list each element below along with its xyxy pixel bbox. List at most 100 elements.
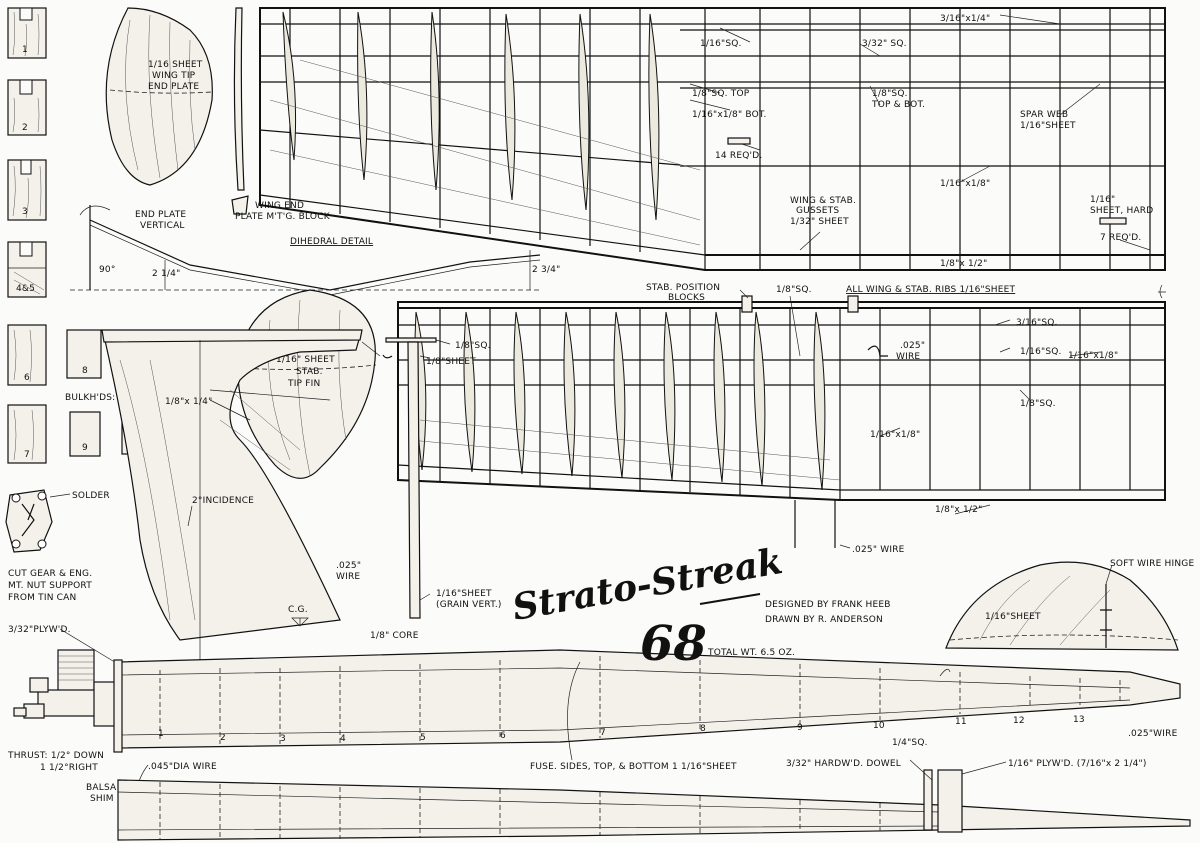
stab-mount-label: 1/8"SHEET [426,357,476,367]
stab-mount-label: (GRAIN VERT.) [436,600,502,610]
wing-end-edge-view: WING END PLATE M'T'G. BLOCK [231,7,331,222]
tip-label: 1/16 SHEET [148,60,203,70]
wing-label: 7 REQ'D. [1100,233,1141,243]
gear-note: MT. NUT SUPPORT [8,581,92,591]
drawer-credit: DRAWN BY R. ANDERSON [765,615,883,625]
gear-detail: SOLDER CUT GEAR & ENG. MT. NUT SUPPORT F… [5,489,119,665]
wire-label: WIRE [336,572,360,582]
stab-label: STAB. POSITION [646,283,720,293]
stab-label: 1/8"SQ. [1020,399,1056,409]
wing-label: SHEET, HARD [1090,206,1153,216]
wing-label: 1/16"SQ. [700,39,742,49]
cg-label: C.G. [288,605,308,615]
plan-title-number: 68 [640,616,707,672]
wing-label: 1/16"SHEET [1020,121,1076,131]
gear-note: FROM TIN CAN [8,593,76,603]
station-number: 10 [873,721,885,731]
stab-label: .025" WIRE [852,545,905,555]
plywood-label: 3/32"PLYW'D. [8,625,71,635]
wing-label: TOP & BOT. [871,100,925,110]
bulkhead-6 [7,324,47,386]
station-number: 13 [1073,715,1085,725]
rudder-sheet-label: 1/16"SHEET [985,612,1041,622]
stab-tip-label: STAB. [296,367,323,377]
wing-label: SPAR WEB [1020,110,1068,120]
hinge-label: SOFT WIRE HINGE [1110,559,1194,569]
dihedral-height: 2 1/4" [152,269,180,279]
stab-mount-label: 1/8"SQ. [455,341,491,351]
fuselage-side-view: 1 2 3 4 5 6 7 8 9 10 11 12 13 2°INCIDENC… [7,329,1181,841]
station-number: 9 [797,723,803,733]
station-number: 3 [280,734,286,744]
wing-label: 1/16"x1/8" [940,179,990,189]
designer-credit: DESIGNED BY FRANK HEEB [765,600,891,610]
thrust-label: 1 1/2°RIGHT [40,763,98,773]
bulkhead-number: 7 [24,450,30,460]
tip-label: WING TIP [152,71,196,81]
engine [13,649,117,727]
bulkhead-number: 1 [22,45,28,55]
stab-label: 1/16"x1/8" [1068,351,1118,361]
bulkhead-number: 4&5 [16,284,35,294]
dihedral-height: 2 3/4" [532,265,560,275]
wing-label: 1/8"SQ. TOP [692,89,750,99]
wing-label: 1/32" SHEET [790,217,849,227]
pylon-strip-label: 1/8"x 1/4" [165,397,212,407]
fuselage-top-view [117,759,1191,841]
dihedral-title: DIHEDRAL DETAIL [290,237,373,247]
bulkhead-number: 8 [82,366,88,376]
solder-label: SOLDER [72,491,110,501]
stab-label: BLOCKS [668,293,705,303]
gear-note: CUT GEAR & ENG. [8,569,92,579]
wing-label: 1/8"SQ. [872,89,908,99]
ribs-note: ALL WING & STAB. RIBS 1/16"SHEET [846,285,1016,295]
end-plate-label: END PLATE [135,210,186,220]
stab-label: WIRE [896,352,920,362]
stab-label: 1/8"x 1/2" [935,505,982,515]
wing-label: 1/8"x 1/2" [940,259,987,269]
bulkhead-8 [66,329,102,379]
bulkhead-number: 2 [22,123,28,133]
bulkhead-number: 6 [24,373,30,383]
tail-wire-label: .025"WIRE [1128,729,1178,739]
stab-label: 1/16"x1/8" [870,430,920,440]
total-weight: TOTAL WT. 6.5 OZ. [707,648,795,658]
stab-label: 3/16"SQ. [1016,318,1058,328]
station-number: 8 [700,724,706,734]
station-number: 11 [955,717,967,727]
sq14-label: 1/4"SQ. [892,738,928,748]
wing-spar-label: 3/16"x1/4" [940,14,990,24]
stab-tip-label: TIP FIN [287,379,320,389]
station-number: 1 [158,729,164,739]
dowel-label: 3/32" HARDW'D. DOWEL [786,759,901,769]
end-plate-label: VERTICAL [140,221,185,231]
station-number: 2 [220,733,226,743]
stab-label: 1/8"SQ. [776,285,812,295]
balsa-shim-label: SHIM [90,794,114,804]
rudder: SOFT WIRE HINGE 1/16"SHEET [945,559,1194,651]
core-label: 1/8" CORE [370,631,419,641]
station-number: 4 [340,734,346,744]
ply116-label: 1/16" PLYW'D. (7/16"x 2 1/4") [1008,759,1147,769]
station-number: 5 [420,733,426,743]
stab-label: .025" [900,341,925,351]
bulkhead-number: 3 [22,207,28,217]
wire045-label: .045"DIA WIRE [148,762,217,772]
station-number: 6 [500,731,506,741]
end-block-label: PLATE M'T'G. BLOCK [235,212,331,222]
wing-label: 1/16"x1/8" BOT. [692,110,767,120]
wing-label: 14 REQ'D. [715,151,762,161]
station-number: 7 [600,728,606,738]
wing-tip-end-plate: 1/16 SHEET WING TIP END PLATE [105,7,213,186]
bulkhead-9 [69,411,101,457]
end-block-label: WING END [255,201,304,211]
station-number: 12 [1013,716,1025,726]
stab-mount-label: 1/16"SHEET [436,589,492,599]
stab-tip-fin: 1/16" SHEET STAB. TIP FIN [237,289,393,479]
incidence-label: 2°INCIDENCE [192,496,254,506]
stab-label: 1/16"SQ. [1020,347,1062,357]
wing-label: 1/16" [1090,195,1115,205]
stabilizer-planform: STAB. POSITION BLOCKS 1/8"SQ. ALL WING &… [397,283,1166,555]
